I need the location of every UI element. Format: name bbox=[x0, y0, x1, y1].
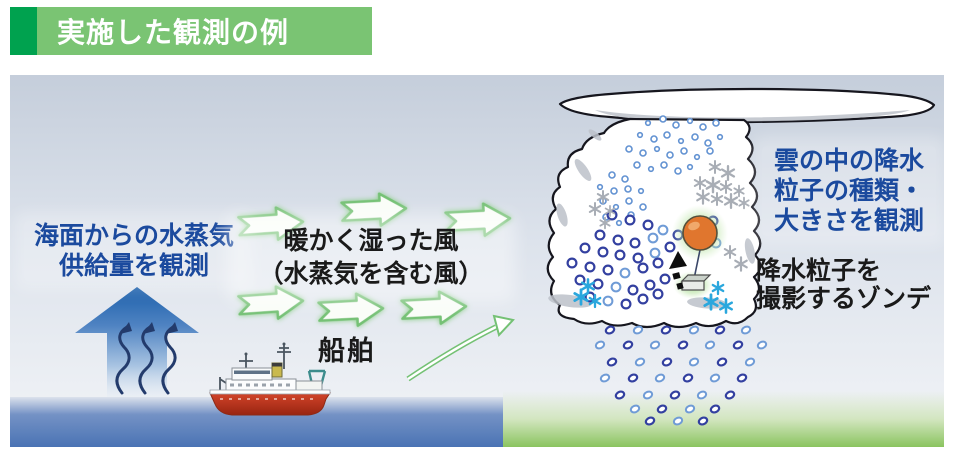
ship-hull bbox=[209, 392, 331, 416]
ascent-arrow bbox=[669, 251, 687, 290]
sonde-balloon bbox=[682, 215, 718, 251]
label-ship: 船舶 bbox=[318, 336, 376, 366]
rain-particles bbox=[594, 325, 768, 426]
label-line: （水蒸気を含む風） bbox=[258, 260, 484, 288]
land-surface bbox=[503, 391, 944, 447]
observation-diagram: 海面からの水蒸気 供給量を観測 暖かく湿った風 （水蒸気を含む風） 船舶 雲の中… bbox=[10, 75, 944, 447]
balloon-sonde bbox=[669, 205, 728, 299]
label-line: 撮影するゾンデ bbox=[756, 285, 932, 313]
label-line: 供給量を観測 bbox=[58, 252, 209, 280]
rising-wind-arrow bbox=[406, 314, 515, 382]
label-cloud-observation: 雲の中の降水 粒子の種類・ 大きさを観測 bbox=[762, 146, 936, 236]
updraft-arrow bbox=[75, 287, 199, 397]
label-sea-vapor-observation: 海面からの水蒸気 供給量を観測 bbox=[24, 221, 244, 281]
label-sonde: 降水粒子を 撮影するゾンデ bbox=[756, 257, 931, 313]
diagram-scene bbox=[75, 87, 936, 426]
label-warm-moist-wind: 暖かく湿った風 （水蒸気を含む風） bbox=[238, 225, 504, 291]
label-line: 暖かく湿った風 bbox=[283, 227, 459, 255]
label-line: 降水粒子を bbox=[756, 257, 882, 285]
label-line: 大きさを観測 bbox=[773, 207, 924, 235]
title-banner: 実施した観測の例 bbox=[37, 7, 372, 55]
label-line: 粒子の種類・ bbox=[773, 177, 924, 205]
title-accent-square bbox=[10, 7, 37, 55]
label-line: 雲の中の降水 bbox=[773, 147, 924, 175]
research-ship bbox=[209, 342, 331, 416]
label-line: 海面からの水蒸気 bbox=[33, 222, 234, 250]
vapor-squiggle-arrows bbox=[115, 322, 178, 395]
page-title: 実施した観測の例 bbox=[57, 17, 290, 48]
